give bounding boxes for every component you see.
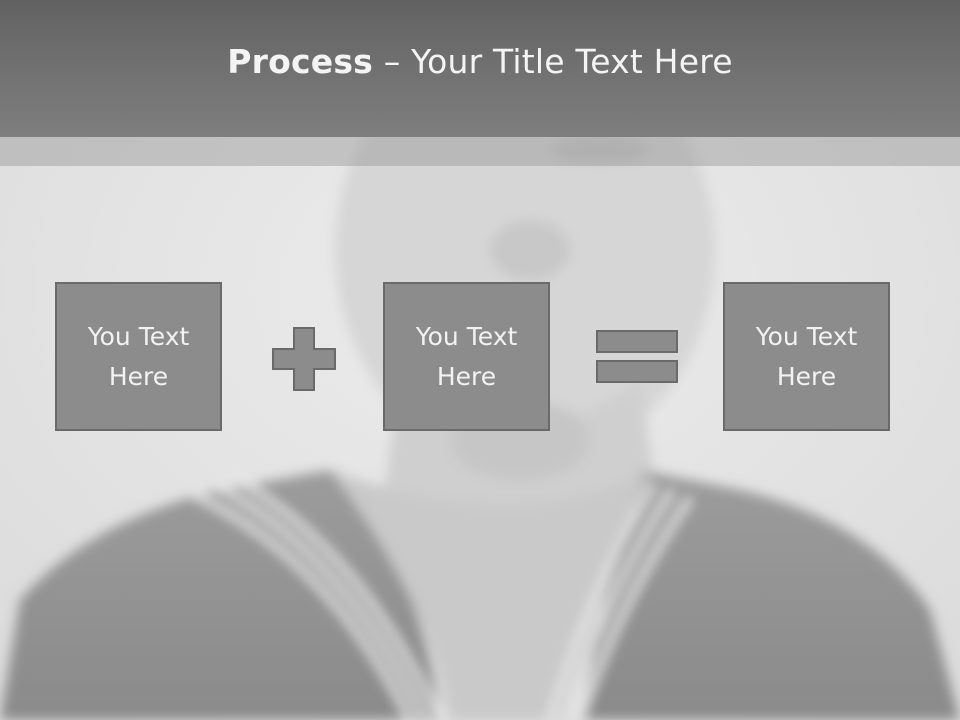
process-box-1[interactable]: You Text Here [55,282,222,431]
title-underband [0,137,960,166]
process-box-2[interactable]: You Text Here [383,282,550,431]
slide-title: Process – Your Title Text Here [227,42,733,81]
process-box-3-text: You Text Here [755,321,858,391]
process-box-1-text: You Text Here [87,321,190,391]
equals-icon [596,330,678,383]
title-rest: – Your Title Text Here [373,42,733,81]
process-box-3[interactable]: You Text Here [723,282,890,431]
plus-icon [272,327,336,391]
process-box-2-text: You Text Here [415,321,518,391]
title-bold: Process [227,42,374,81]
title-bar: Process – Your Title Text Here [0,0,960,137]
